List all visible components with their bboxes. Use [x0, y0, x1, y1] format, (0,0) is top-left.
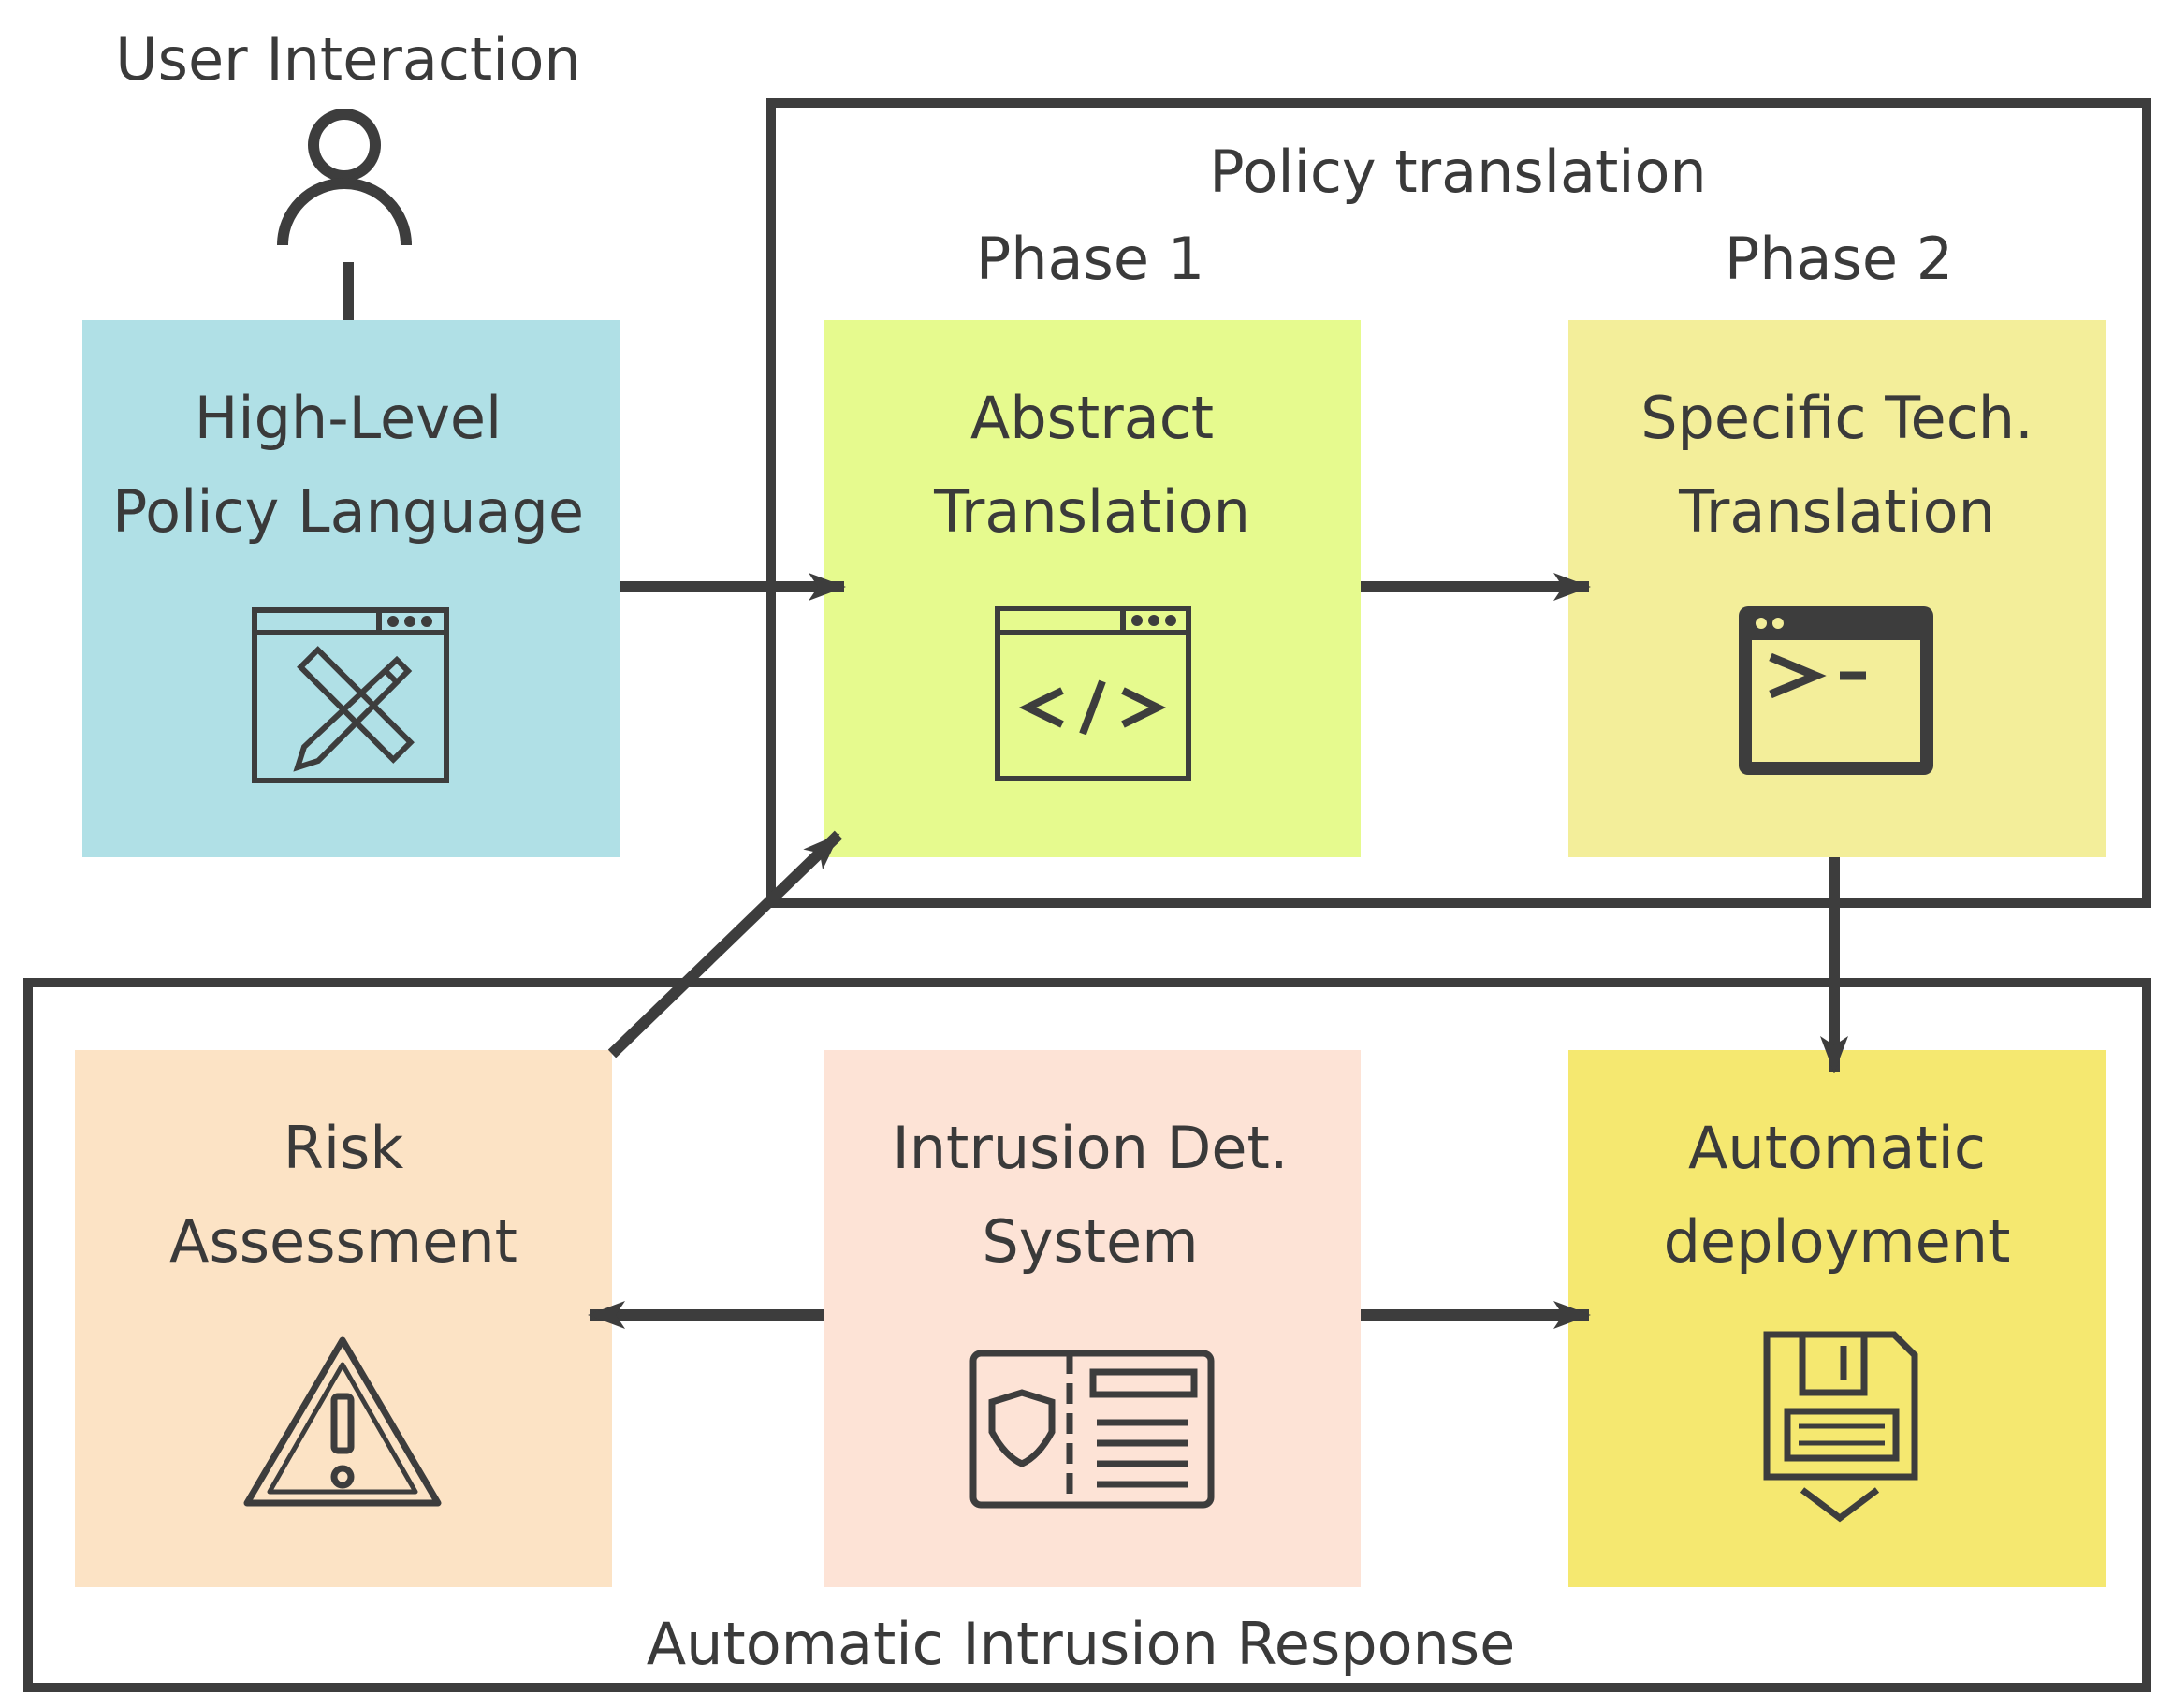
box-ids-bg [824, 1050, 1361, 1587]
policy-translation-title: Policy translation [1209, 138, 1706, 206]
box-risk-line2: Assessment [169, 1207, 517, 1276]
box-deploy-line2: deployment [1664, 1207, 2011, 1276]
design-tools-icon [252, 607, 449, 783]
warning-icon [243, 1336, 442, 1507]
box-ids-line2: System [982, 1207, 1198, 1276]
code-window-icon [995, 606, 1191, 781]
box-abstract-line2: Translation [933, 477, 1250, 546]
phase2-label: Phase 2 [1725, 225, 1953, 293]
box-high-level-line2: Policy Language [112, 477, 584, 546]
box-risk-assessment: Risk Assessment [75, 1050, 612, 1587]
box-specific-line2: Translation [1678, 477, 1995, 546]
id-card-icon [969, 1350, 1215, 1509]
box-risk-bg [75, 1050, 612, 1587]
box-ids-line1: Intrusion Det. [892, 1114, 1288, 1182]
box-high-level-policy: High-Level Policy Language [82, 320, 620, 857]
box-high-level-line1: High-Level [195, 384, 503, 452]
user-icon [277, 109, 412, 246]
box-abstract-bg [824, 320, 1361, 857]
box-risk-line1: Risk [284, 1114, 404, 1182]
box-deploy-line1: Automatic [1688, 1114, 1986, 1182]
box-deploy-bg [1568, 1050, 2106, 1587]
air-frame [23, 978, 2151, 1692]
box-specific-tech-translation: Specific Tech. Translation [1568, 320, 2106, 857]
policy-translation-frame [766, 98, 2151, 908]
phase1-label: Phase 1 [976, 225, 1204, 293]
box-high-level-bg [82, 320, 620, 857]
box-specific-line1: Specific Tech. [1640, 384, 2034, 452]
box-automatic-deployment: Automatic deployment [1568, 1050, 2106, 1587]
floppy-download-icon [1763, 1331, 1918, 1523]
air-title: Automatic Intrusion Response [647, 1610, 1516, 1678]
box-intrusion-detection: Intrusion Det. System [824, 1050, 1361, 1587]
terminal-icon [1739, 606, 1933, 775]
arrow-risk-to-abstract [607, 830, 843, 1058]
box-abstract-line1: Abstract [970, 384, 1214, 452]
user-interaction-label: User Interaction [115, 25, 580, 94]
box-abstract-translation: Abstract Translation [824, 320, 1361, 857]
